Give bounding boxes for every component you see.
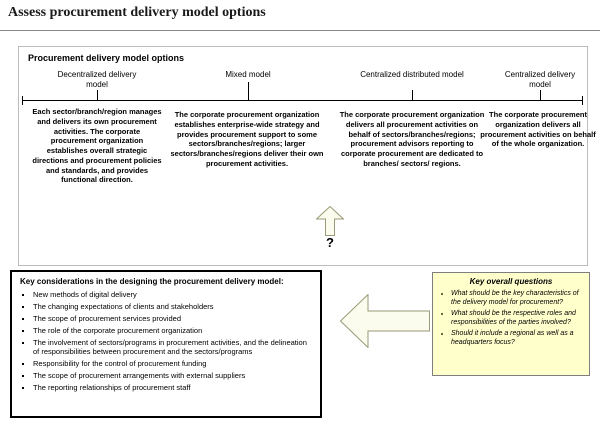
question-item: What should be the respective roles and … bbox=[451, 309, 583, 327]
model-description-centralized: The corporate procurement organization d… bbox=[480, 110, 596, 149]
model-name-centralized: Centralized delivery model bbox=[504, 70, 576, 89]
question-item: What should be the key characteristics o… bbox=[451, 289, 583, 307]
consideration-item: New methods of digital delivery bbox=[33, 290, 312, 299]
key-considerations-heading: Key considerations in the designing the … bbox=[20, 277, 284, 286]
up-arrow-icon bbox=[316, 206, 344, 236]
left-arrow-icon bbox=[340, 294, 430, 348]
options-heading: Procurement delivery model options bbox=[28, 53, 185, 63]
consideration-item: The role of the corporate procurement or… bbox=[33, 326, 312, 335]
model-name-centralized-distributed: Centralized distributed model bbox=[360, 70, 464, 79]
key-questions-box: Key overall questions What should be the… bbox=[432, 272, 590, 376]
key-considerations-list: New methods of digital delivery The chan… bbox=[20, 290, 312, 392]
axis-tick bbox=[97, 90, 98, 100]
axis-end-tick bbox=[22, 96, 23, 105]
model-name-decentralized: Decentralized delivery model bbox=[57, 70, 137, 89]
title-divider bbox=[0, 30, 600, 31]
model-name-mixed: Mixed model bbox=[225, 70, 271, 79]
axis-tick bbox=[540, 90, 541, 100]
model-description-centralized-distributed: The corporate procurement organization d… bbox=[339, 110, 485, 168]
options-panel bbox=[18, 46, 588, 266]
consideration-item: Responsibility for the control of procur… bbox=[33, 359, 312, 368]
question-mark: ? bbox=[326, 235, 334, 250]
axis-tick bbox=[412, 90, 413, 100]
key-considerations-box: Key considerations in the designing the … bbox=[10, 270, 322, 418]
model-description-decentralized: Each sector/branch/region manages and de… bbox=[32, 107, 162, 185]
spectrum-axis-line bbox=[22, 100, 583, 101]
key-questions-heading: Key overall questions bbox=[469, 277, 553, 286]
axis-end-tick bbox=[582, 96, 583, 105]
consideration-item: The involvement of sectors/programs in p… bbox=[33, 338, 312, 356]
key-questions-list: What should be the key characteristics o… bbox=[439, 289, 583, 348]
consideration-item: The changing expectations of clients and… bbox=[33, 302, 312, 311]
consideration-item: The scope of procurement arrangements wi… bbox=[33, 371, 312, 380]
consideration-item: The reporting relationships of procureme… bbox=[33, 383, 312, 392]
axis-tick bbox=[248, 82, 249, 100]
consideration-item: The scope of procurement services provid… bbox=[33, 314, 312, 323]
model-description-mixed: The corporate procurement organization e… bbox=[170, 110, 324, 168]
page-title: Assess procurement delivery model option… bbox=[8, 5, 266, 20]
question-item: Should it include a regional as well as … bbox=[451, 329, 583, 347]
